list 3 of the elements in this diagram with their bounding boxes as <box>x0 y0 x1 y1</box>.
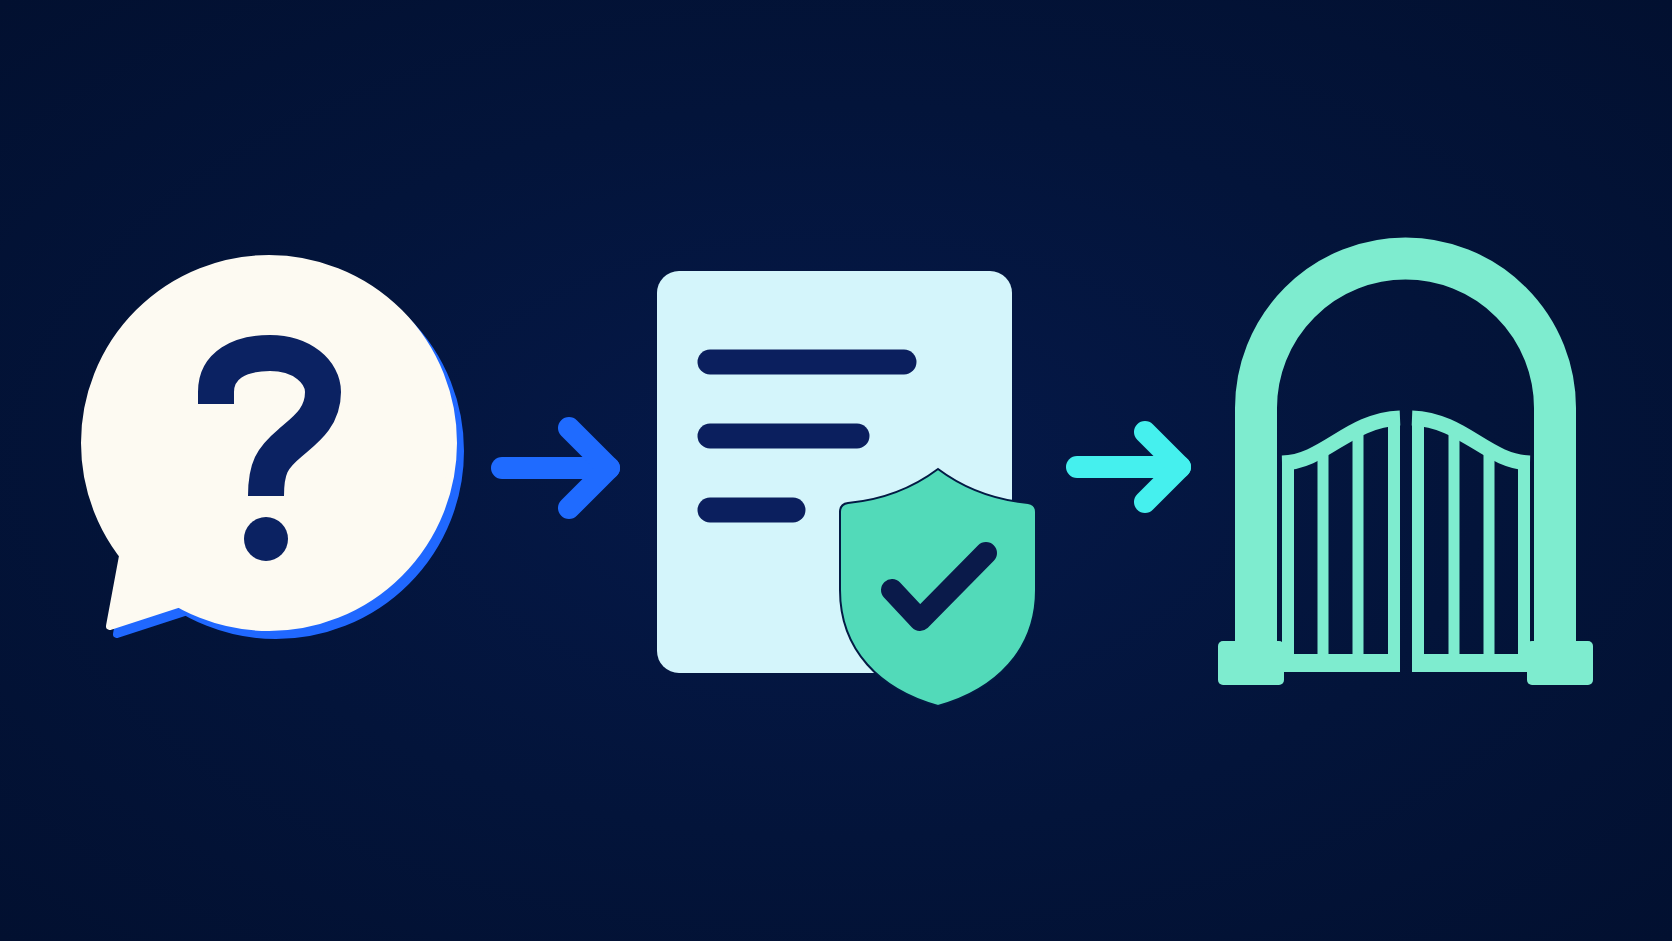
question-bubble-icon <box>82 255 464 640</box>
arrow <box>1066 421 1191 513</box>
arrow <box>491 417 620 519</box>
